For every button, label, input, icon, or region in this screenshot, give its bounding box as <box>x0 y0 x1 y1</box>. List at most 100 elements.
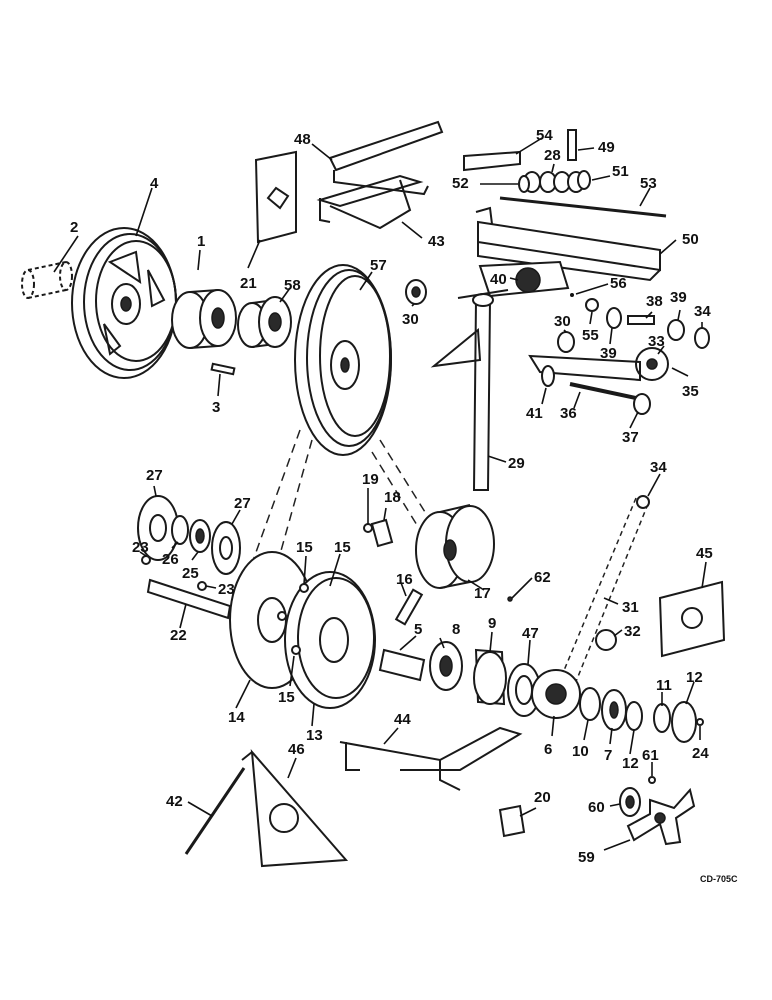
callout-23b: 23 <box>218 581 235 598</box>
part-bolt-15a <box>299 583 309 593</box>
part-bar-48 <box>328 120 444 196</box>
callout-29: 29 <box>508 455 525 472</box>
part-bracket-44 <box>339 726 523 791</box>
part-bearing-60 <box>619 787 641 817</box>
callout-24: 24 <box>692 745 709 762</box>
part-bearing-7 <box>601 689 627 731</box>
chain-31b <box>574 503 649 685</box>
part-plate-21 <box>254 150 297 244</box>
part-collar-56 <box>570 293 599 312</box>
callout-26: 26 <box>162 551 179 568</box>
part-bolt-15b <box>277 611 287 621</box>
part-pin-24 <box>696 718 704 726</box>
callout-41: 41 <box>526 405 543 422</box>
part-collar-37 <box>633 393 651 415</box>
callout-42: 42 <box>166 793 183 810</box>
part-ring-23a <box>141 555 151 565</box>
callout-17: 17 <box>474 585 491 602</box>
callout-39b: 39 <box>670 289 687 306</box>
callout-19: 19 <box>362 471 379 488</box>
callout-11: 11 <box>656 677 672 694</box>
part-bracket-54 <box>463 150 521 172</box>
part-wheel-17 <box>415 504 495 589</box>
part-housing-9 <box>473 648 507 706</box>
part-pulley-57 <box>294 264 392 456</box>
part-plate-45 <box>658 580 726 658</box>
callout-16: 16 <box>396 571 413 588</box>
callout-9: 9 <box>488 615 496 632</box>
part-bracket-43 <box>316 174 424 230</box>
part-flange-27b <box>211 521 241 575</box>
callout-1: 1 <box>197 233 205 250</box>
callout-15a: 15 <box>296 539 313 556</box>
belt-left <box>245 429 301 581</box>
callout-56: 56 <box>610 275 627 292</box>
callout-33: 33 <box>648 333 665 350</box>
callout-32: 32 <box>624 623 641 640</box>
part-pin-38 <box>627 315 655 325</box>
callout-34b: 34 <box>650 459 667 476</box>
part-plate-46 <box>241 749 349 868</box>
part-sleeve-2 <box>21 261 73 299</box>
part-pulley-13 <box>284 571 376 709</box>
callout-57: 57 <box>370 257 387 274</box>
part-key-3 <box>210 362 236 376</box>
callout-27b: 27 <box>234 495 251 512</box>
callout-15c: 15 <box>278 689 295 706</box>
part-bearing-8 <box>429 641 463 691</box>
callout-45: 45 <box>696 545 713 562</box>
callout-31: 31 <box>622 599 639 616</box>
callout-51: 51 <box>612 163 629 180</box>
callout-22: 22 <box>170 627 187 644</box>
part-bracket-49 <box>567 129 577 161</box>
callout-36: 36 <box>560 405 577 422</box>
drawing-code: CD-705C <box>700 874 738 884</box>
part-spring-28 <box>523 171 585 193</box>
callout-40: 40 <box>490 271 507 288</box>
callout-10: 10 <box>572 743 589 760</box>
part-hub-58 <box>237 296 292 348</box>
callout-23a: 23 <box>132 539 149 556</box>
part-washer-12a <box>625 701 643 731</box>
callout-38: 38 <box>646 293 663 310</box>
callout-60: 60 <box>588 799 605 816</box>
callout-39a: 39 <box>600 345 617 362</box>
callout-28: 28 <box>544 147 561 164</box>
callout-58: 58 <box>284 277 301 294</box>
part-arm-29 <box>430 289 509 491</box>
part-sprocket-34b <box>636 495 650 509</box>
part-bolt-15c <box>291 645 301 655</box>
part-spider-59 <box>626 787 696 846</box>
callout-5: 5 <box>414 621 422 638</box>
part-bearing-25 <box>189 519 211 553</box>
part-flange-27a <box>137 495 179 561</box>
part-washer-12b <box>671 701 697 743</box>
part-nut-52 <box>518 175 530 193</box>
callout-6: 6 <box>544 741 552 758</box>
callout-52: 52 <box>452 175 469 192</box>
part-collar-39a <box>606 307 622 329</box>
callout-12b: 12 <box>686 669 703 686</box>
part-collar-39b <box>667 319 685 341</box>
part-sprocket-6 <box>531 669 581 719</box>
part-washer-19 <box>363 523 373 533</box>
part-hub-1 <box>171 289 237 349</box>
callout-4: 4 <box>150 175 159 192</box>
callout-61: 61 <box>642 747 659 764</box>
callout-15b: 15 <box>334 539 351 556</box>
callout-3: 3 <box>212 399 220 416</box>
callout-14: 14 <box>228 709 245 726</box>
part-cam-41 <box>541 365 555 387</box>
part-channel-50 <box>475 206 661 282</box>
part-shaft-5 <box>378 648 426 682</box>
chain-31 <box>559 497 637 681</box>
part-bracket-35 <box>528 354 641 382</box>
callout-30a: 30 <box>402 311 419 328</box>
part-collar-34a <box>694 327 710 349</box>
callout-2: 2 <box>70 219 78 236</box>
belt-left-2 <box>269 439 313 591</box>
part-shaft-36 <box>569 382 637 400</box>
part-bolt-18 <box>370 518 394 548</box>
callout-62: 62 <box>534 569 551 586</box>
part-sprocket-40 <box>478 260 570 298</box>
